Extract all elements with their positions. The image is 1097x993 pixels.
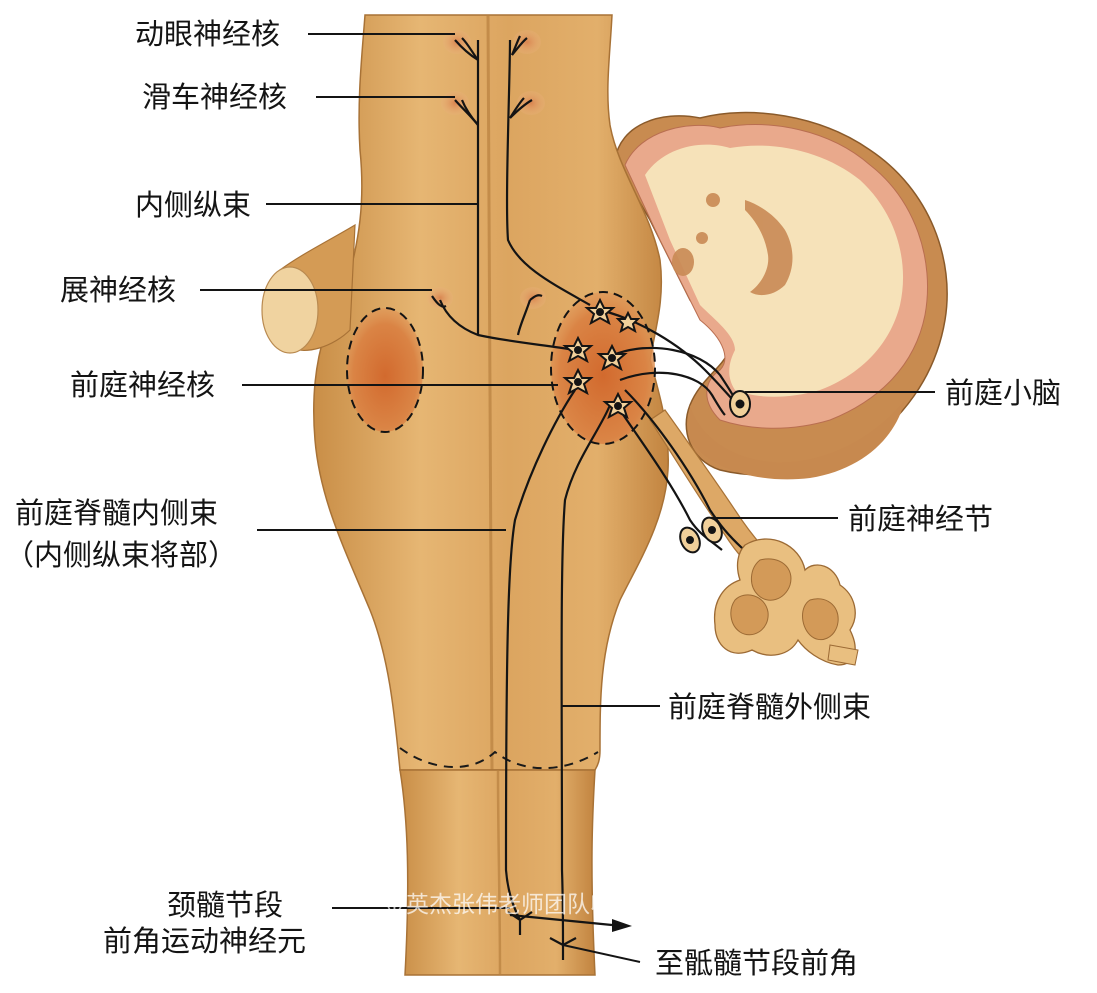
inner-ear bbox=[715, 539, 858, 665]
label-cervical-segment: 颈髓节段 bbox=[140, 888, 310, 922]
label-anterior-horn-motor-neuron: 前角运动神经元 bbox=[103, 924, 306, 958]
cerebellar-terminal bbox=[730, 391, 750, 417]
label-vestibular-nuclei: 前庭神经核 bbox=[70, 368, 215, 402]
label-oculomotor-nucleus: 动眼神经核 bbox=[135, 17, 280, 51]
brainstem bbox=[262, 15, 668, 975]
label-to-sacral-anterior-horn: 至骶髓节段前角 bbox=[655, 946, 858, 980]
label-lateral-vestibulospinal-tract: 前庭脊髓外侧束 bbox=[668, 690, 871, 724]
label-trochlear-nucleus: 滑车神经核 bbox=[142, 80, 287, 114]
arrow-head bbox=[612, 919, 632, 932]
label-medial-vestibulospinal-tract: 前庭脊髓内侧束 bbox=[15, 496, 218, 530]
label-abducens-nucleus: 展神经核 bbox=[60, 273, 176, 307]
label-medial-vestibulospinal-tract-note: （内侧纵束将部） bbox=[5, 538, 237, 572]
watermark: 金英杰张伟老师团队收集整理 bbox=[383, 885, 682, 919]
label-vestibular-ganglion: 前庭神经节 bbox=[848, 502, 993, 536]
label-vestibulocerebellum: 前庭小脑 bbox=[945, 376, 1061, 410]
label-medial-longitudinal-fasciculus: 内侧纵束 bbox=[135, 188, 251, 222]
